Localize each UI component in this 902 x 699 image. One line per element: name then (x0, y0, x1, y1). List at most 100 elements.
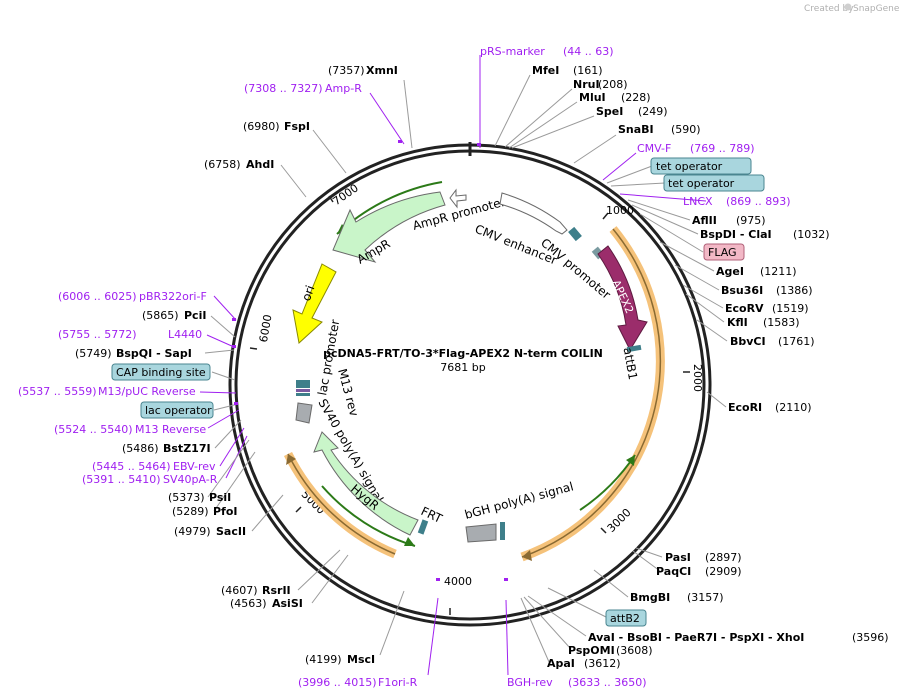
orf-line-arrowhead (404, 537, 415, 546)
leader-line (508, 101, 578, 149)
leader-line (211, 371, 236, 381)
leader-line (204, 349, 235, 354)
apex2-feature (597, 245, 648, 352)
label-pos: (975) (736, 214, 766, 227)
leader-line (685, 293, 725, 323)
label-name: KflI (727, 316, 748, 329)
label-pos: (2110) (775, 401, 812, 414)
leader-line (527, 595, 587, 637)
bgh-label: bGH poly(A) signal (463, 479, 575, 522)
primer-mark (232, 318, 236, 321)
label-name: BmgBI (630, 591, 670, 604)
cap-binding-site-box (111, 363, 211, 381)
label-pos: (3612) (584, 657, 621, 670)
cmv-enhancer-feature (499, 192, 568, 235)
credit: Created by SnapGene (804, 3, 900, 14)
leader-line (602, 152, 637, 181)
label-name: RsrII (262, 584, 291, 597)
lac-operator-box (140, 401, 214, 419)
label-name: FspI (284, 120, 310, 133)
primer-marks (232, 140, 508, 581)
lac-operator-mark (296, 393, 310, 396)
label-name: lac operator (145, 404, 212, 417)
leader-line (207, 409, 240, 429)
tick-label: 2000 (691, 364, 704, 392)
leader-line (631, 204, 699, 235)
plasmid-name: pcDNA5-FRT/TO-3*Flag-APEX2 N-term COILIN (323, 347, 603, 360)
label-pos: (1386) (776, 284, 813, 297)
label-pos: (769 .. 789) (690, 142, 755, 155)
bgh-feature (465, 523, 497, 543)
label-name: Amp-R (325, 82, 362, 95)
attb2-box (605, 609, 647, 627)
label-pos: (208) (598, 78, 628, 91)
credit-prefix: Created by (804, 4, 854, 14)
label-name: AflII (692, 214, 717, 227)
hygr-feature (313, 431, 419, 536)
leader-line (213, 295, 237, 321)
attb1-label: attB1 (621, 346, 640, 381)
leader-line (206, 334, 235, 348)
label-pos: (4607) (221, 584, 258, 597)
leader-line (494, 74, 531, 147)
label-pos: (5289) (172, 505, 209, 518)
label-name: SV40pA-R (163, 473, 218, 486)
label-name: XmnI (366, 64, 398, 77)
label-name: AsiSI (272, 597, 303, 610)
leader-line (214, 419, 242, 449)
primer-mark (398, 140, 402, 143)
label-name: L4440 (168, 328, 202, 341)
label-pos: (2909) (705, 565, 742, 578)
sv40-feature (295, 402, 313, 424)
ampr-promoter-feature (449, 188, 467, 209)
label-pos: (161) (573, 64, 603, 77)
label-name: EcoRI (728, 401, 762, 414)
leader-line (427, 597, 439, 676)
label-pos: (7308 .. 7327) (244, 82, 323, 95)
leader-line (674, 264, 720, 291)
leader-line (504, 88, 573, 148)
label-name: ApaI (547, 657, 575, 670)
label-name: BspQI - SapI (116, 347, 192, 360)
label-pos: (590) (671, 123, 701, 136)
tick-mark (328, 195, 334, 203)
orf-line-arrowhead (626, 455, 635, 466)
leader-line (311, 554, 349, 604)
label-name: PfoI (213, 505, 238, 518)
leader-line (639, 213, 704, 253)
label-pos: (3157) (687, 591, 724, 604)
m13-rev-label: M13 rev (335, 367, 361, 418)
leader-line (682, 284, 724, 309)
left-leader-lines (199, 79, 439, 676)
label-pos: (5755 .. 5772) (58, 328, 137, 341)
label-name: PasI (665, 551, 691, 564)
label-pos: (2897) (705, 551, 742, 564)
orf-arrowhead (286, 454, 296, 465)
label-pos: (5445 .. 5464) (92, 460, 171, 473)
snapgene-logo-icon (844, 3, 852, 11)
label-name: SacII (216, 525, 246, 538)
leader-line (593, 569, 629, 598)
label-name: LNCX (683, 195, 713, 208)
leader-line (706, 391, 727, 408)
label-pos: (228) (621, 91, 651, 104)
label-pos: (1519) (772, 302, 809, 315)
tet-operator-box (650, 157, 752, 175)
leader-line (312, 129, 347, 174)
label-name: PciI (184, 309, 206, 322)
attb2-feature (500, 522, 505, 540)
leader-line (547, 587, 607, 618)
orf-arrow-line (287, 453, 396, 555)
label-name: PsiI (209, 491, 231, 504)
label-name: CAP binding site (116, 366, 206, 379)
lac-promoter-feature (296, 380, 310, 388)
ampr-feature (332, 191, 446, 263)
label-name: F1ori-R (378, 676, 418, 689)
tick-label: 3000 (605, 506, 634, 535)
cmv-promoter-label: CMV promoter (538, 236, 613, 302)
ori-feature (292, 263, 337, 344)
label-pos: (3596) (852, 631, 889, 644)
leader-line (219, 427, 245, 467)
label-pos: (4563) (230, 597, 267, 610)
tick-label: 4000 (444, 575, 472, 588)
